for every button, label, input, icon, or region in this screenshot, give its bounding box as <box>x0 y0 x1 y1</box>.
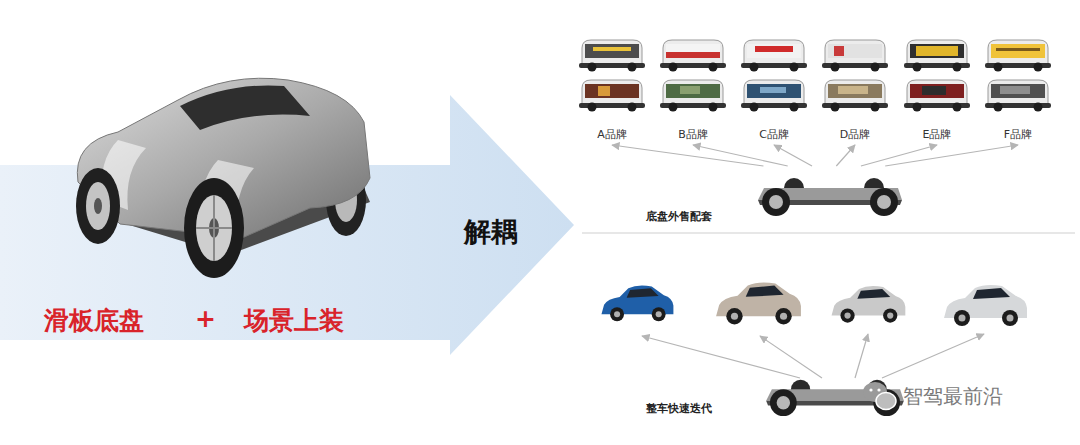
car-illustration <box>944 285 1027 326</box>
connector-arrow <box>836 145 855 166</box>
text-slot: E品牌 <box>899 123 975 142</box>
brand-vehicle-text: A品牌 <box>597 127 627 142</box>
brand-vehicle: C品牌 <box>736 34 812 144</box>
brand-vehicle: F品牌 <box>980 34 1056 144</box>
chassis-illustration <box>766 380 904 416</box>
brand-vehicle: E品牌 <box>899 34 975 144</box>
brand-vehicle: B品牌 <box>655 34 731 144</box>
decoupling-arrow-text: 解耦 <box>464 214 518 250</box>
brand-vehicle: A品牌 <box>574 34 650 144</box>
chassis-unit-text: 整车快速迭代 <box>646 401 712 416</box>
text-slot: 整车快速迭代 <box>646 397 712 416</box>
text-slot: A品牌 <box>574 123 650 142</box>
text-slot: F品牌 <box>980 123 1056 142</box>
connector-arrow <box>861 145 937 166</box>
decoupling-arrow-text: 场景上装 <box>244 304 344 337</box>
text-slot: 滑板底盘 <box>44 304 144 337</box>
watermark-slot: 智驾最前沿 <box>903 383 1003 410</box>
car-illustration <box>601 286 673 322</box>
text-slot: 解耦 <box>464 214 518 250</box>
car-illustration <box>832 286 906 323</box>
decoupling-arrow-text: 滑板底盘 <box>44 304 144 337</box>
car-illustration <box>716 282 801 324</box>
decoupling-arrow-text: + <box>195 304 216 333</box>
chassis-unit: 整车快速迭代 <box>642 370 912 422</box>
text-slot: C品牌 <box>736 123 812 142</box>
leader-lines <box>642 334 984 378</box>
connector-arrow <box>885 145 1018 166</box>
wechat-icon <box>863 382 896 410</box>
pod-row <box>579 40 1051 72</box>
text-slot: + <box>195 304 216 333</box>
connector-arrow <box>774 145 812 166</box>
brand-vehicle-text: B品牌 <box>678 127 708 142</box>
text-slot: 底盘外售配套 <box>646 205 712 224</box>
brand-vehicle-text: C品牌 <box>759 127 789 142</box>
pod-row <box>579 80 1051 112</box>
watermark: 智驾最前沿 <box>903 383 1003 410</box>
car-skeleton-illustration <box>58 60 378 282</box>
text-slot: B品牌 <box>655 123 731 142</box>
chassis-unit: 底盘外售配套 <box>642 166 912 228</box>
brand-vehicle-text: E品牌 <box>923 127 952 142</box>
text-slot: D品牌 <box>817 123 893 142</box>
brand-vehicle-text: D品牌 <box>840 127 870 142</box>
chassis-illustration <box>758 178 902 216</box>
connector-arrow <box>693 145 788 166</box>
chassis-unit-text: 底盘外售配套 <box>646 209 712 224</box>
brand-vehicle: D品牌 <box>817 34 893 144</box>
text-slot: 场景上装 <box>244 304 344 337</box>
brand-vehicle-text: F品牌 <box>1004 127 1032 142</box>
